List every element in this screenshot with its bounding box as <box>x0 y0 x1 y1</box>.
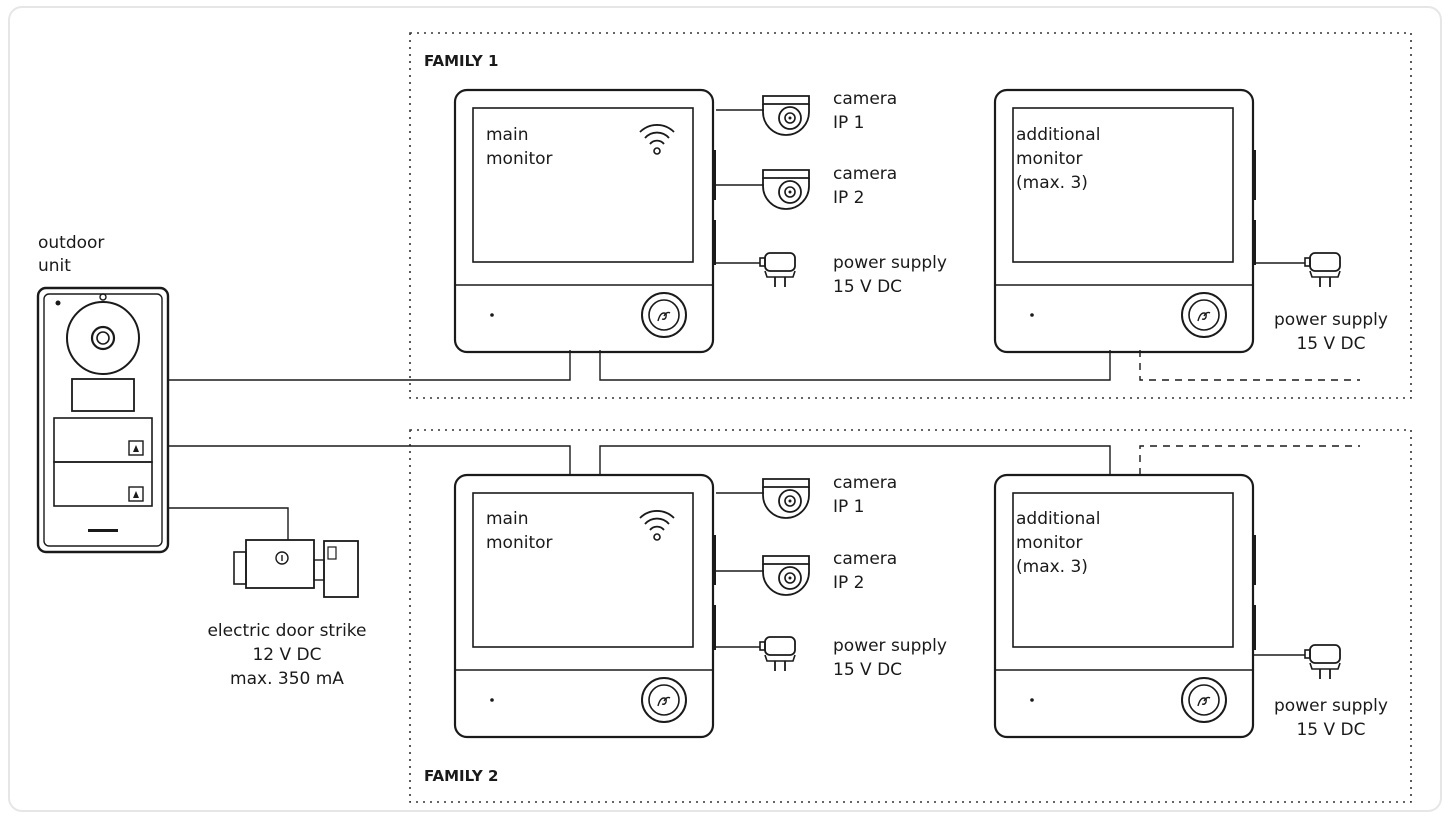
family-2-additional-power-label-1: power supply <box>1274 696 1388 716</box>
family-2-main-monitor-label-2: monitor <box>486 533 553 553</box>
family-1-additional-monitor-label-1: additional <box>1016 125 1100 145</box>
family-2-main-power-label-1: power supply <box>833 636 947 656</box>
outdoor-unit-label-1: outdoor <box>38 233 104 253</box>
expansion-lines <box>1139 350 1360 475</box>
door-strike-label-3: max. 350 mA <box>230 669 344 689</box>
family-2-camera-1-icon <box>762 478 810 519</box>
family-2-additional-power-label-2: 15 V DC <box>1296 720 1365 740</box>
family-1-box <box>409 32 1412 399</box>
family-2-camera-2-label-2: IP 2 <box>833 573 865 593</box>
outdoor-unit <box>36 286 170 554</box>
family-2-wifi-icon <box>639 510 675 541</box>
outdoor-unit-label-2: unit <box>38 256 71 276</box>
family-1-camera-2-icon <box>762 169 810 210</box>
family-1-camera-1-label-2: IP 1 <box>833 113 865 133</box>
family-2-camera-2-label-1: camera <box>833 549 897 569</box>
family-1-title: FAMILY 1 <box>424 52 498 70</box>
family-1-main-power-icon <box>759 252 796 288</box>
family-1-main-monitor-label-2: monitor <box>486 149 553 169</box>
family-1-wifi-icon <box>639 124 675 155</box>
family-2-camera-1-label-1: camera <box>833 473 897 493</box>
family-1-camera-2-label-2: IP 2 <box>833 188 865 208</box>
family-1-main-monitor-label-1: main <box>486 125 528 145</box>
family-2-additional-power-icon <box>1304 644 1341 680</box>
family-2-box <box>409 429 1412 803</box>
family-2-main-power-label-2: 15 V DC <box>833 660 902 680</box>
door-strike-label-2: 12 V DC <box>252 645 321 665</box>
family-1-main-power-label-2: 15 V DC <box>833 277 902 297</box>
diagram-frame <box>8 6 1442 812</box>
door-strike-label-1: electric door strike <box>207 621 366 641</box>
family-1-camera-2-label-1: camera <box>833 164 897 184</box>
family-1-camera-1-icon <box>762 95 810 136</box>
family-2-additional-monitor-label-1: additional <box>1016 509 1100 529</box>
wiring-lines <box>168 109 1305 656</box>
family-1-camera-1-label-1: camera <box>833 89 897 109</box>
family-1-additional-power-label-1: power supply <box>1274 310 1388 330</box>
family-2-camera-1-label-2: IP 1 <box>833 497 865 517</box>
family-1-additional-monitor-label-2: monitor <box>1016 149 1083 169</box>
family-1-additional-power-label-2: 15 V DC <box>1296 334 1365 354</box>
family-1-additional-power-icon <box>1304 252 1341 288</box>
family-1-main-power-label-1: power supply <box>833 253 947 273</box>
family-2-additional-monitor-label-2: monitor <box>1016 533 1083 553</box>
family-2-main-power-icon <box>759 636 796 672</box>
family-1-additional-monitor-label-3: (max. 3) <box>1016 173 1088 193</box>
family-2-title: FAMILY 2 <box>424 767 498 785</box>
family-2-main-monitor-label-1: main <box>486 509 528 529</box>
electric-door-strike <box>233 539 359 598</box>
family-2-additional-monitor-label-3: (max. 3) <box>1016 557 1088 577</box>
family-2-camera-2-icon <box>762 555 810 596</box>
